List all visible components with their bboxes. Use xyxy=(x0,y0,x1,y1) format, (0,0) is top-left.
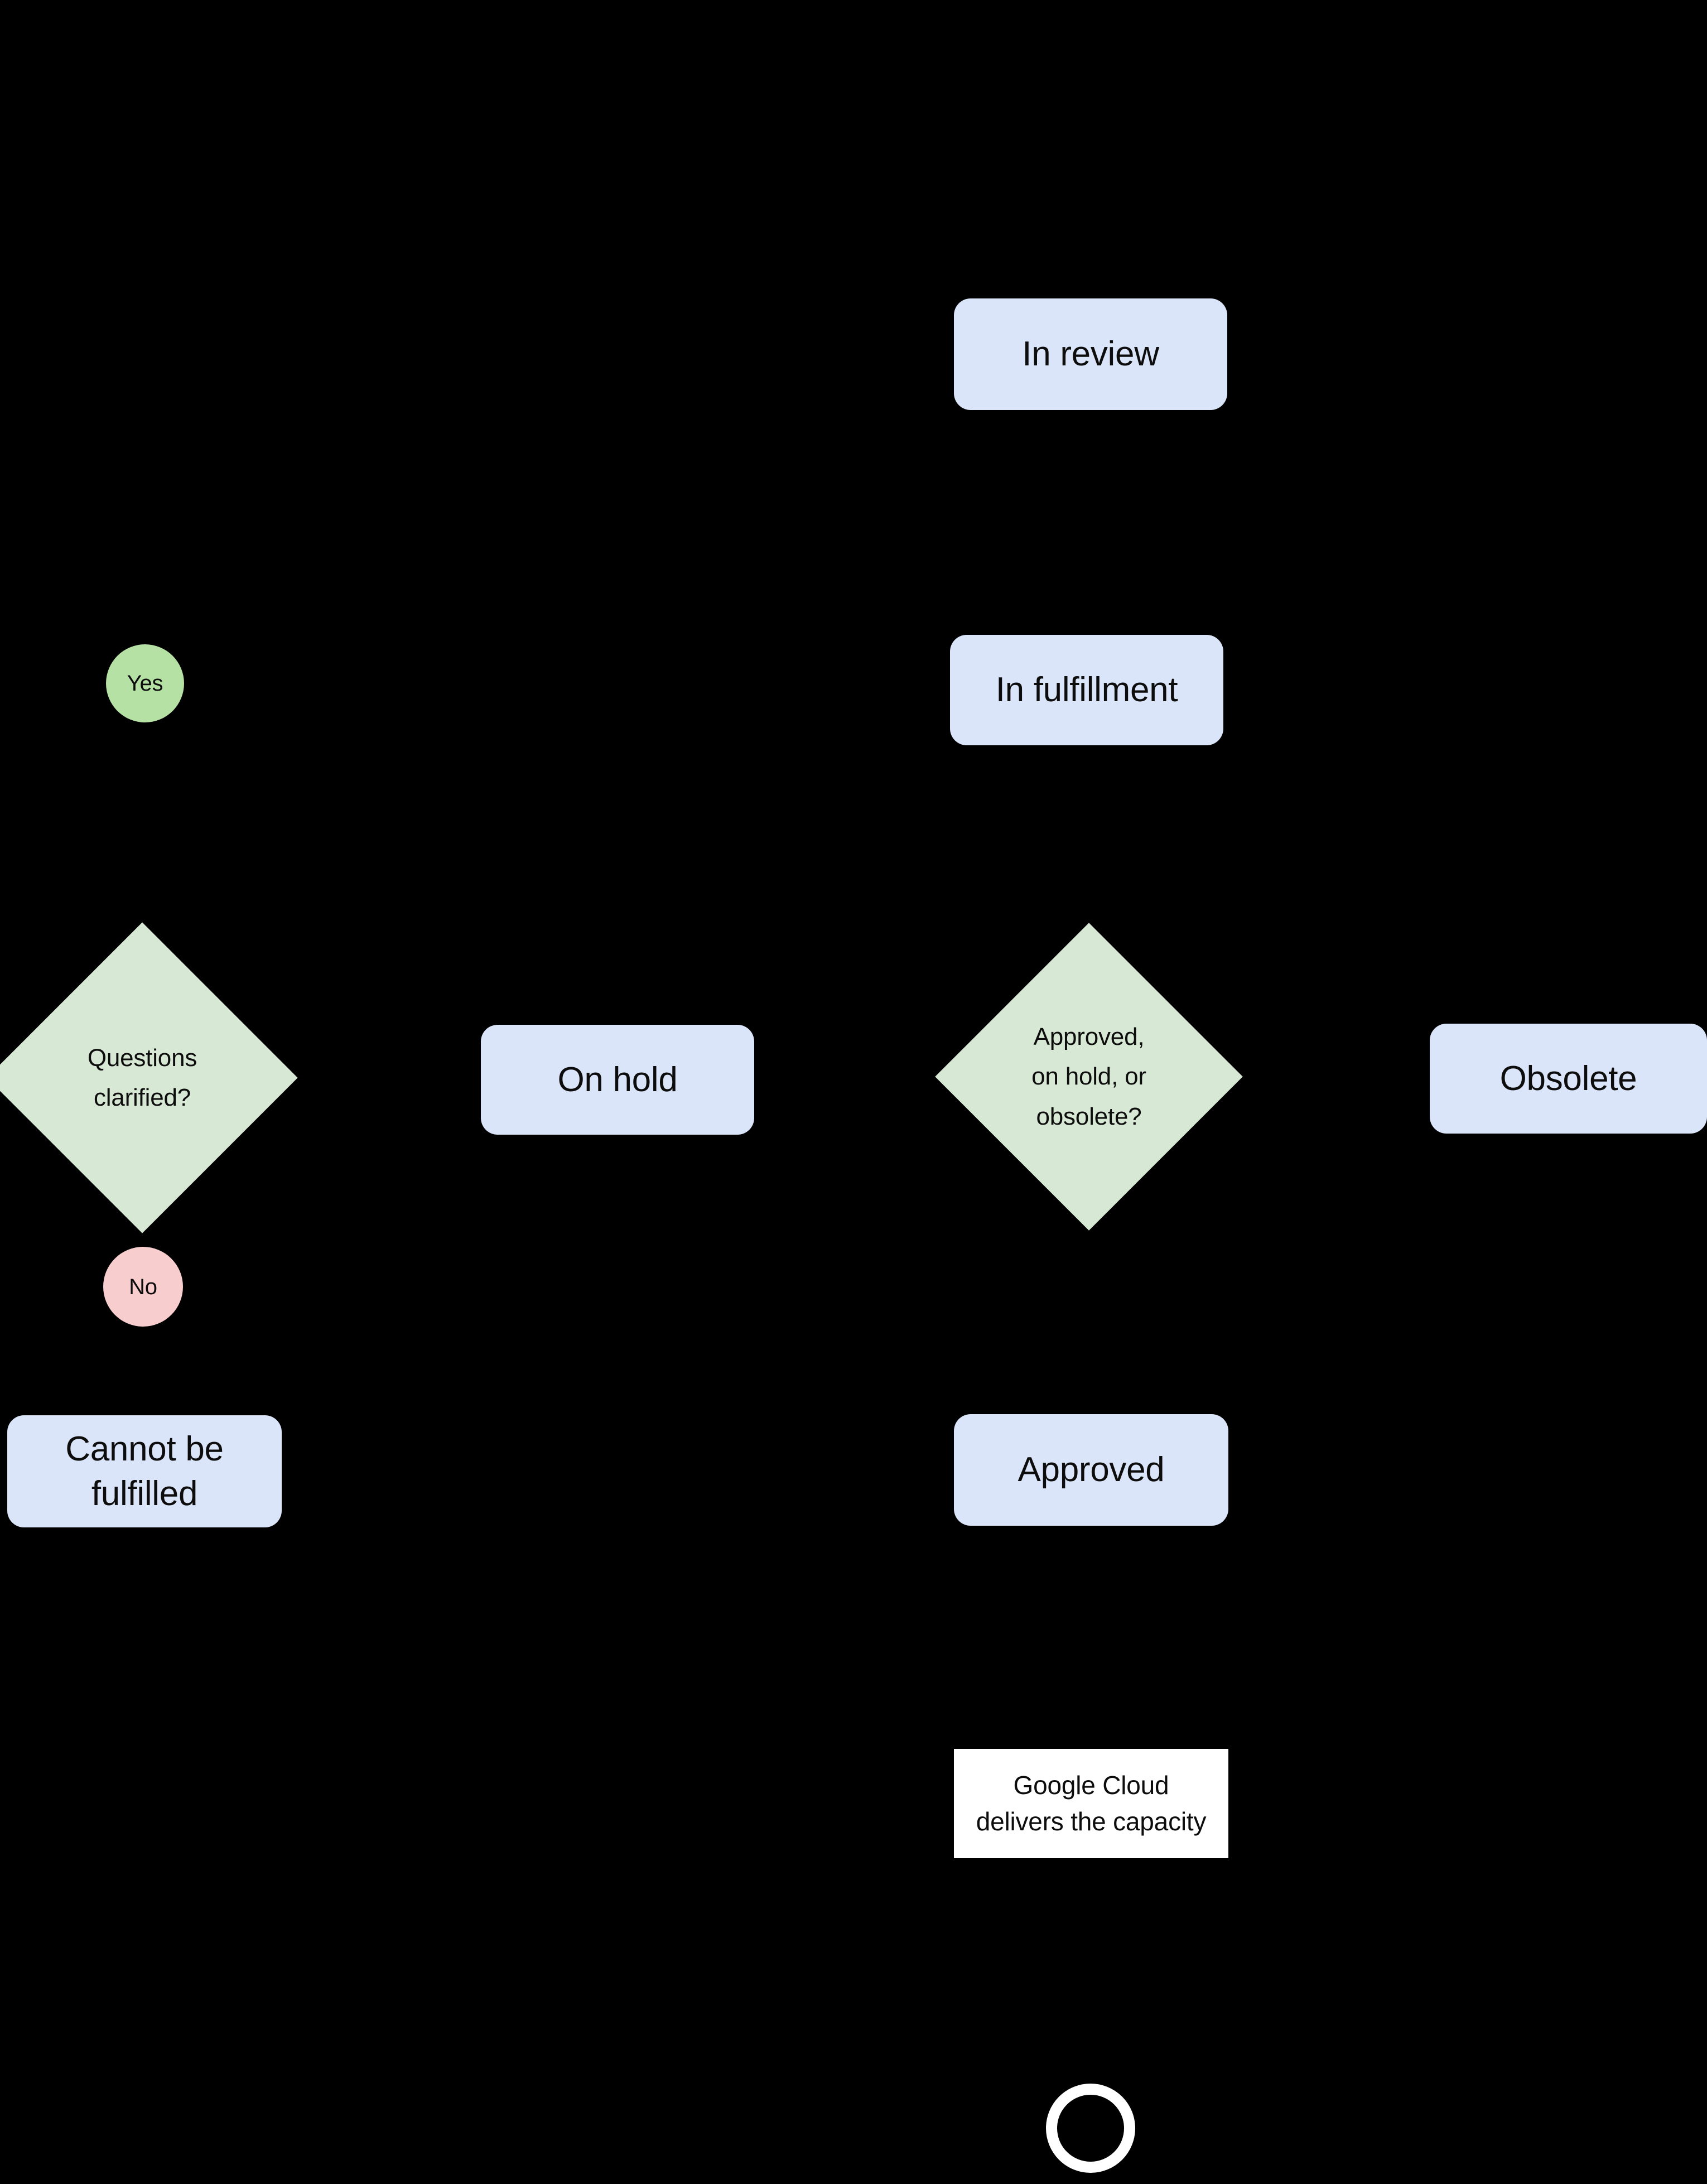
node-on-hold[interactable]: On hold xyxy=(481,1025,754,1135)
node-questions-clarified-label: Questions clarified? xyxy=(87,1044,197,1111)
node-google-cloud-delivers-capacity-label: Google Cloud delivers the capacity xyxy=(976,1770,1207,1836)
node-in-review-label: In review xyxy=(1022,335,1159,374)
edge-label-no-text: No xyxy=(129,1274,157,1299)
node-terminator-circle-icon xyxy=(1046,2084,1135,2173)
node-approved-on-hold-or-obsolete[interactable]: Approved, on hold, or obsolete? xyxy=(935,923,1243,1231)
node-approved-label: Approved xyxy=(1018,1450,1165,1489)
node-on-hold-label: On hold xyxy=(557,1060,678,1099)
node-cannot-be-fulfilled-label: Cannot be fulfilled xyxy=(65,1430,224,1513)
node-obsolete[interactable]: Obsolete xyxy=(1430,1024,1707,1134)
node-approved-on-hold-or-obsolete-label: Approved, on hold, or obsolete? xyxy=(1031,1023,1146,1130)
node-in-fulfillment-label: In fulfillment xyxy=(995,671,1178,710)
node-questions-clarified[interactable]: Questions clarified? xyxy=(0,922,298,1233)
node-approved[interactable]: Approved xyxy=(954,1414,1228,1526)
edge-label-no: No xyxy=(103,1247,183,1327)
node-obsolete-label: Obsolete xyxy=(1499,1059,1637,1098)
node-in-fulfillment[interactable]: In fulfillment xyxy=(950,635,1223,745)
node-cannot-be-fulfilled[interactable]: Cannot be fulfilled xyxy=(7,1415,282,1527)
node-in-review[interactable]: In review xyxy=(954,298,1227,410)
edge-label-yes: Yes xyxy=(106,644,184,722)
edge-label-yes-text: Yes xyxy=(127,671,163,696)
node-google-cloud-delivers-capacity: Google Cloud delivers the capacity xyxy=(954,1749,1228,1858)
